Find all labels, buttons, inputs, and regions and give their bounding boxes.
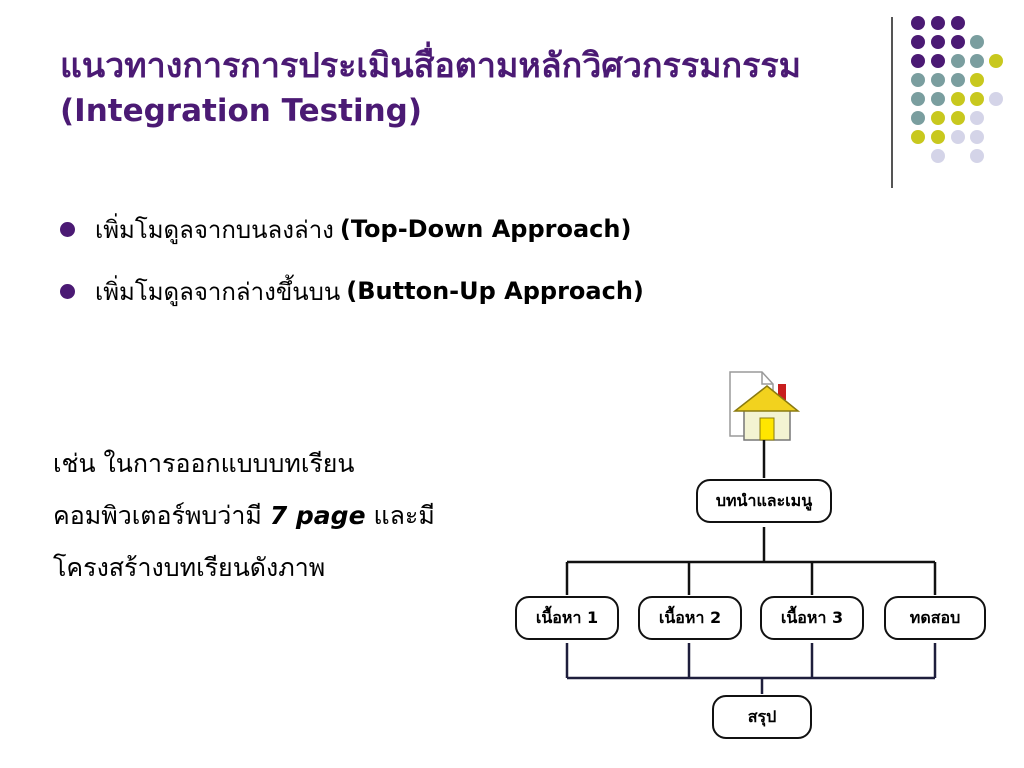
- bullet-item: เพิ่มโมดูลจากล่างขึ้นบน (Button-Up Appro…: [60, 260, 644, 322]
- paragraph-line: คอมพิวเตอร์พบว่ามี 7 page และมี: [53, 490, 435, 542]
- node-test: ทดสอบ: [884, 596, 986, 640]
- decorative-dot: [931, 149, 945, 163]
- decorative-dot: [951, 54, 965, 68]
- decorative-dot: [970, 92, 984, 106]
- decorative-dot: [989, 54, 1003, 68]
- decorative-dot: [970, 35, 984, 49]
- decorative-dot: [951, 73, 965, 87]
- decorative-dot: [951, 16, 965, 30]
- decorative-dot: [911, 92, 925, 106]
- bullet-item: เพิ่มโมดูลจากบนลงล่าง (Top-Down Approach…: [60, 198, 644, 260]
- paragraph-text: และมี: [365, 501, 435, 530]
- bullet-english-text: (Top-Down Approach): [339, 215, 632, 243]
- decorative-dot: [911, 130, 925, 144]
- decorative-dot: [931, 92, 945, 106]
- decorative-dot: [911, 111, 925, 125]
- decorative-dot: [970, 54, 984, 68]
- example-paragraph: เช่น ในการออกแบบบทเรียน คอมพิวเตอร์พบว่า…: [53, 438, 435, 594]
- paragraph-line: โครงสร้างบทเรียนดังภาพ: [53, 553, 326, 582]
- node-intro-menu: บทนำและเมนู: [696, 479, 832, 523]
- bullet-thai-text: เพิ่มโมดูลจากบนลงล่าง: [95, 215, 334, 244]
- decorative-dot: [931, 54, 945, 68]
- bullet-list: เพิ่มโมดูลจากบนลงล่าง (Top-Down Approach…: [60, 198, 644, 322]
- decorative-dot: [970, 130, 984, 144]
- bullet-dot-icon: [60, 221, 75, 237]
- diagram-connectors: [565, 440, 937, 694]
- decorative-dot: [951, 130, 965, 144]
- node-content-3: เนื้อหา 3: [760, 596, 864, 640]
- decorative-dot: [951, 111, 965, 125]
- decorative-dot: [970, 149, 984, 163]
- decorative-dot: [931, 35, 945, 49]
- home-page-icon: [729, 371, 801, 441]
- decorative-dot: [951, 35, 965, 49]
- decorative-dot: [951, 92, 965, 106]
- paragraph-text: คอมพิวเตอร์พบว่ามี: [53, 501, 270, 530]
- decorative-dot: [931, 73, 945, 87]
- decorative-dot: [970, 73, 984, 87]
- decorative-dot: [989, 92, 1003, 106]
- title-english: (Integration Testing): [60, 93, 422, 129]
- decorative-dot: [911, 35, 925, 49]
- slide-title: แนวทางการการประเมินสื่อตามหลักวิศวกรรมกร…: [60, 44, 880, 134]
- decorative-dot: [931, 16, 945, 30]
- node-content-1: เนื้อหา 1: [515, 596, 619, 640]
- title-thai: แนวทางการการประเมินสื่อตามหลักวิศวกรรมกร…: [60, 46, 802, 86]
- decorative-dot: [931, 111, 945, 125]
- title-divider-line: [891, 17, 893, 188]
- decorative-dot: [931, 130, 945, 144]
- paragraph-line: เช่น ในการออกแบบบทเรียน: [53, 449, 355, 478]
- page-count-text: 7 page: [269, 501, 366, 530]
- decorative-dot: [911, 16, 925, 30]
- node-content-2: เนื้อหา 2: [638, 596, 742, 640]
- bullet-dot-icon: [60, 283, 75, 299]
- decorative-dot: [911, 54, 925, 68]
- decorative-dot: [911, 73, 925, 87]
- bullet-english-text: (Button-Up Approach): [346, 277, 644, 305]
- bullet-thai-text: เพิ่มโมดูลจากล่างขึ้นบน: [95, 277, 341, 306]
- decorative-dot: [970, 111, 984, 125]
- decorative-dot-grid: [911, 16, 1003, 163]
- node-summary: สรุป: [712, 695, 812, 739]
